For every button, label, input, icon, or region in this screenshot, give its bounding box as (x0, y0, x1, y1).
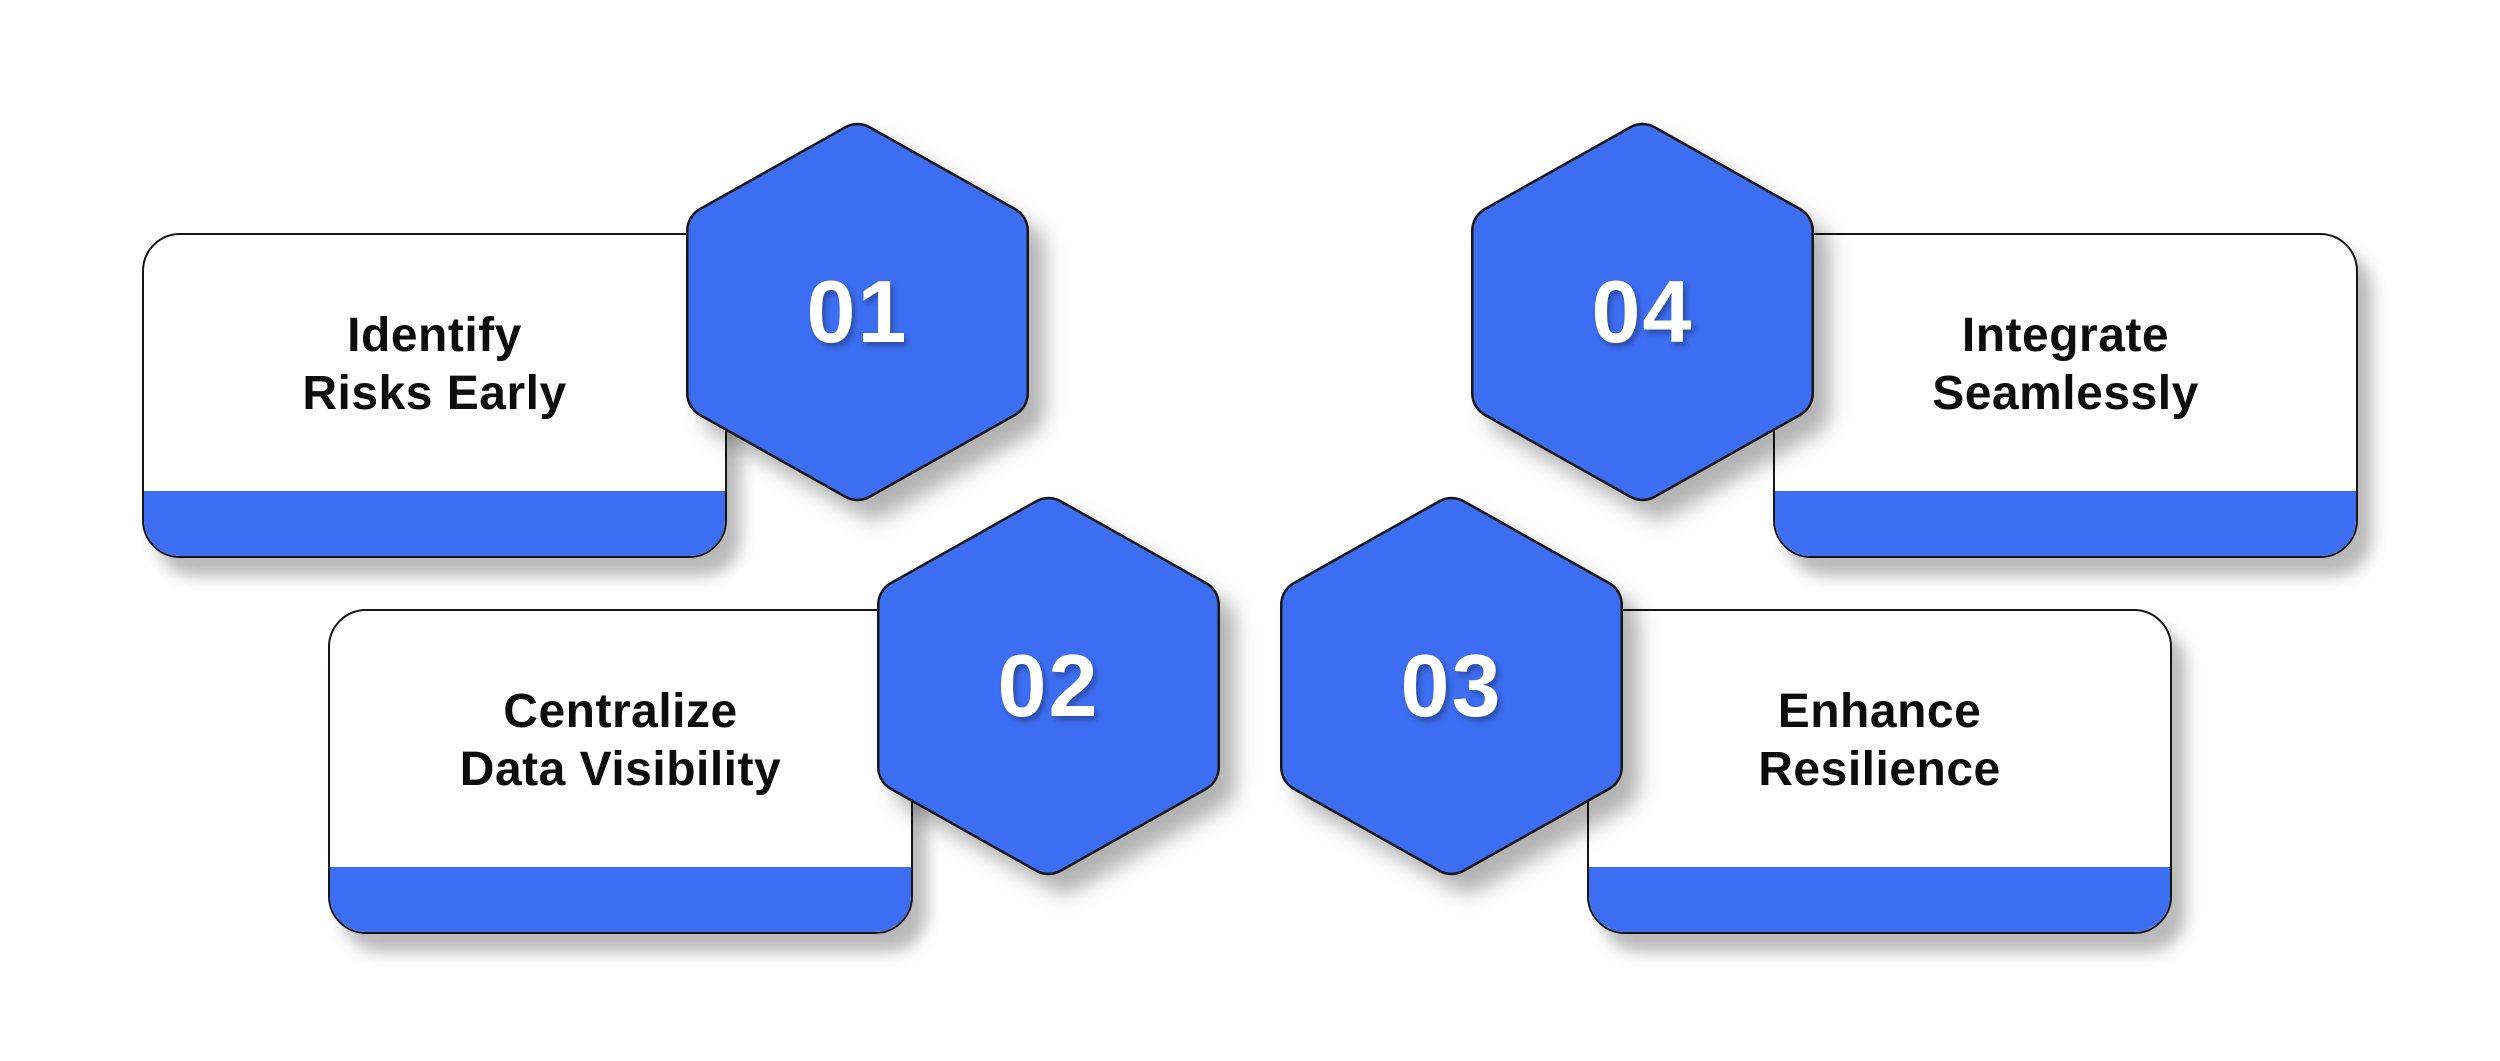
step-hexagon-1: 01 (686, 119, 1029, 505)
step-number-2: 02 (997, 636, 1100, 735)
hexagon-icon (877, 496, 1220, 876)
step-number-4: 04 (1591, 262, 1694, 361)
hexagon-icon (1471, 122, 1814, 502)
accent-strip-1 (144, 491, 725, 556)
step-title-3: Enhance Resilience (1758, 683, 2000, 799)
step-title-4-line2: Seamlessly (1932, 366, 2199, 420)
hexagon-icon (686, 122, 1029, 502)
accent-strip-2 (330, 867, 911, 932)
step-title-1-line2: Risks Early (302, 366, 567, 420)
step-hexagon-4: 04 (1471, 119, 1814, 505)
step-title-2: Centralize Data Visibility (460, 683, 781, 799)
step-title-1-line1: Identify (347, 308, 522, 362)
step-title-2-line1: Centralize (503, 684, 738, 738)
step-title-1: Identify Risks Early (302, 307, 566, 423)
step-title-3-line1: Enhance (1777, 684, 1982, 738)
step-hexagon-3: 03 (1280, 493, 1623, 879)
step-title-3-line2: Resilience (1758, 742, 2001, 796)
accent-strip-3 (1589, 867, 2170, 932)
step-title-4-line1: Integrate (1961, 308, 2170, 362)
step-card-3: Enhance Resilience (1587, 609, 2172, 934)
hexagon-icon (1280, 496, 1623, 876)
step-title-2-line2: Data Visibility (459, 742, 782, 796)
step-hexagon-2: 02 (877, 493, 1220, 879)
accent-strip-4 (1775, 491, 2356, 556)
step-card-1: Identify Risks Early (142, 233, 727, 558)
step-number-3: 03 (1400, 636, 1503, 735)
step-number-1: 01 (806, 262, 909, 361)
step-card-2: Centralize Data Visibility (328, 609, 913, 934)
step-card-4: Integrate Seamlessly (1773, 233, 2358, 558)
step-title-4: Integrate Seamlessly (1932, 307, 2199, 423)
